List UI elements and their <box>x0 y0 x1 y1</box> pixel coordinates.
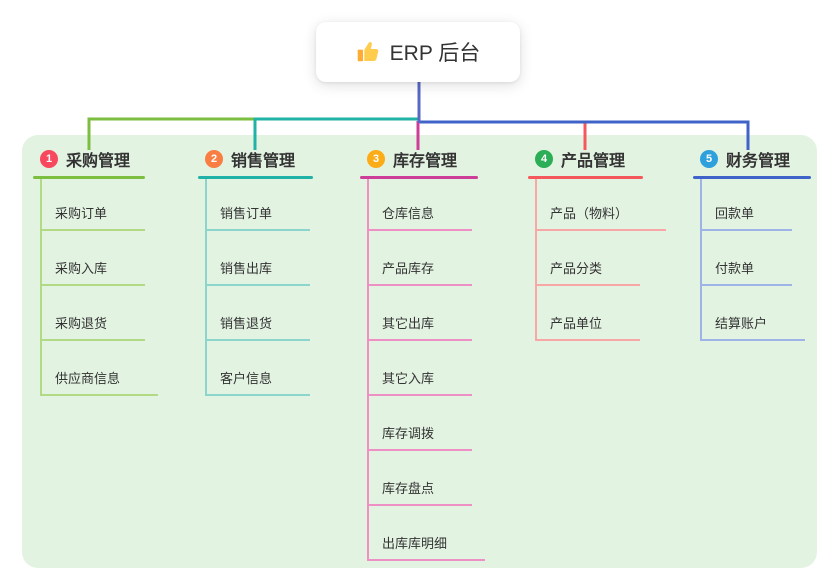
child-node[interactable]: 产品单位 <box>535 315 641 341</box>
branch-number-badge: 2 <box>205 150 223 168</box>
children-rail <box>700 179 702 341</box>
root-node[interactable]: ERP 后台 <box>316 22 520 82</box>
thumbs-up-icon <box>356 40 380 64</box>
branch-node[interactable]: 2 销售管理 <box>205 146 295 172</box>
child-node[interactable]: 仓库信息 <box>367 205 473 231</box>
child-node[interactable]: 采购入库 <box>40 260 146 286</box>
branches-panel <box>22 135 817 568</box>
child-node[interactable]: 产品库存 <box>367 260 473 286</box>
children-rail <box>367 179 369 561</box>
branch-label-text: 采购管理 <box>66 153 131 170</box>
branch-label-text: 销售管理 <box>231 153 296 170</box>
branch-node[interactable]: 1 采购管理 <box>40 146 130 172</box>
branch-underline <box>198 176 313 179</box>
child-node[interactable]: 回款单 <box>700 205 793 231</box>
child-node[interactable]: 供应商信息 <box>40 370 159 396</box>
child-node[interactable]: 采购订单 <box>40 205 146 231</box>
branch-underline <box>693 176 811 179</box>
branch-underline <box>360 176 478 179</box>
branch-number-badge: 1 <box>40 150 58 168</box>
branch-label-text: 财务管理 <box>726 153 791 170</box>
child-node[interactable]: 其它出库 <box>367 315 473 341</box>
child-node[interactable]: 结算账户 <box>700 315 806 341</box>
child-node[interactable]: 出库库明细 <box>367 535 486 561</box>
child-node[interactable]: 产品（物料） <box>535 205 667 231</box>
branch-label-text: 库存管理 <box>393 153 458 170</box>
branch-underline <box>33 176 145 179</box>
child-node[interactable]: 销售出库 <box>205 260 311 286</box>
branch-number-badge: 3 <box>367 150 385 168</box>
branch-number-badge: 4 <box>535 150 553 168</box>
child-node[interactable]: 库存盘点 <box>367 480 473 506</box>
branch-node[interactable]: 3 库存管理 <box>367 146 457 172</box>
child-node[interactable]: 库存调拨 <box>367 425 473 451</box>
child-node[interactable]: 其它入库 <box>367 370 473 396</box>
child-node[interactable]: 产品分类 <box>535 260 641 286</box>
root-title: ERP 后台 <box>389 42 481 65</box>
children-rail <box>205 179 207 396</box>
child-node[interactable]: 销售订单 <box>205 205 311 231</box>
branch-number-badge: 5 <box>700 150 718 168</box>
child-node[interactable]: 销售退货 <box>205 315 311 341</box>
children-rail <box>40 179 42 396</box>
branch-node[interactable]: 4 产品管理 <box>535 146 625 172</box>
child-node[interactable]: 付款单 <box>700 260 793 286</box>
child-node[interactable]: 采购退货 <box>40 315 146 341</box>
children-rail <box>535 179 537 341</box>
child-node[interactable]: 客户信息 <box>205 370 311 396</box>
branch-label-text: 产品管理 <box>561 153 626 170</box>
branch-node[interactable]: 5 财务管理 <box>700 146 790 172</box>
branch-underline <box>528 176 643 179</box>
